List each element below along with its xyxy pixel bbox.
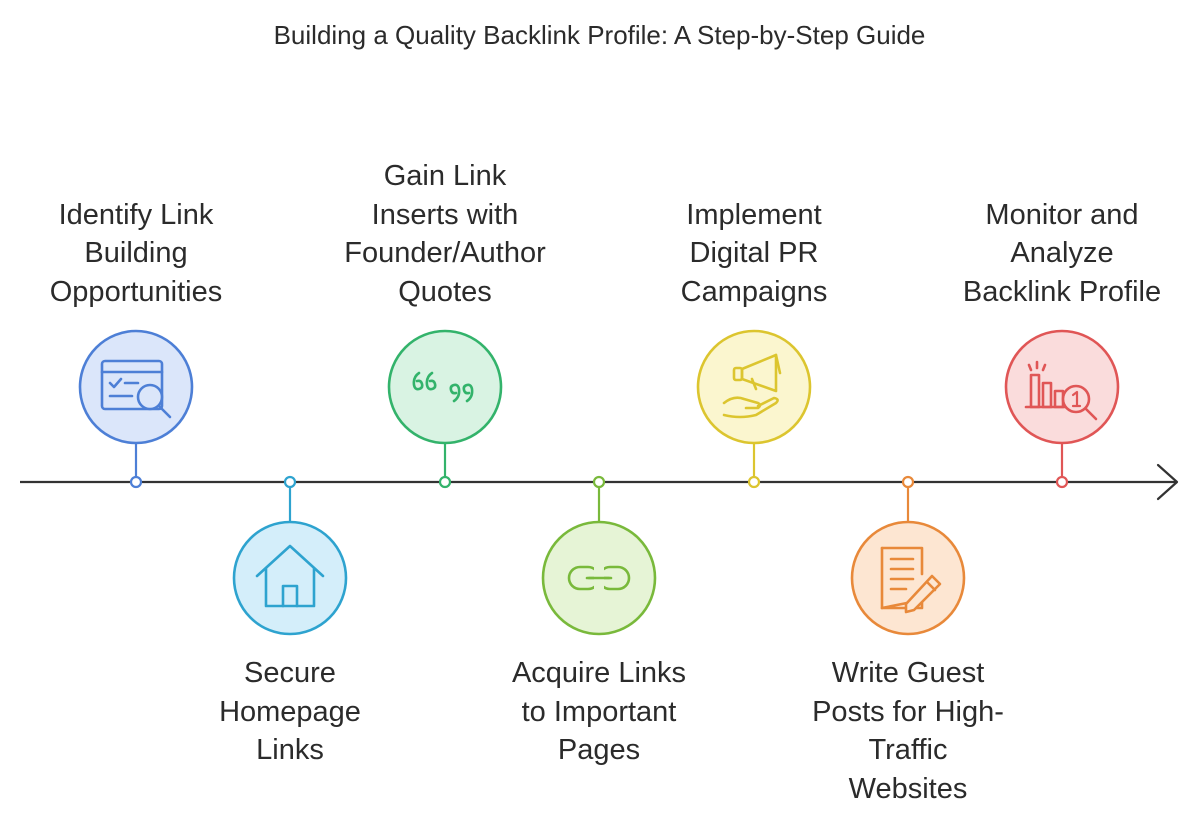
timeline-dot xyxy=(592,475,606,489)
checklist-search-icon xyxy=(100,359,172,419)
timeline-arrowhead xyxy=(1156,463,1179,501)
step-label-line: Backlink Profile xyxy=(962,275,1162,308)
step-label-line: Building xyxy=(84,237,188,269)
step-circle xyxy=(387,329,503,445)
step-circle xyxy=(1004,329,1120,445)
step-node-5 xyxy=(696,329,812,489)
step-label-line: Campaigns xyxy=(680,275,828,308)
timeline-dot xyxy=(901,475,915,489)
step-label-line: Digital PR xyxy=(689,237,819,269)
step-label-line: Links xyxy=(256,734,324,766)
step-label-line: Homepage xyxy=(219,695,361,728)
timeline-dot xyxy=(129,475,143,489)
step-label-line: Acquire Links xyxy=(511,657,687,689)
step-circle xyxy=(78,329,194,445)
step-label-line: to Important xyxy=(521,695,677,728)
step-label-line: Monitor and xyxy=(985,198,1139,231)
step-label-line: Secure xyxy=(244,657,336,689)
step-label-line: Implement xyxy=(686,198,822,231)
timeline-dot xyxy=(283,475,297,489)
step-label-line: Pages xyxy=(557,734,641,766)
step-label-line: Quotes xyxy=(398,275,492,308)
step-node-2 xyxy=(232,475,348,636)
timeline-dot xyxy=(438,475,452,489)
step-label-line: Inserts with xyxy=(371,198,519,231)
house-icon xyxy=(255,544,325,608)
step-label-line: Traffic xyxy=(868,734,948,766)
link-icon xyxy=(567,565,631,591)
step-label-line: Websites xyxy=(848,772,968,805)
timeline-dot xyxy=(1055,475,1069,489)
step-label-line: Analyze xyxy=(1010,237,1114,269)
step-label-line: Opportunities xyxy=(49,275,223,308)
step-circle xyxy=(232,520,348,636)
document-pen-icon xyxy=(880,546,942,614)
diagram-title: Building a Quality Backlink Profile: A S… xyxy=(273,20,926,50)
step-label-line: Posts for High- xyxy=(812,695,1004,728)
chart-magnifier-icon xyxy=(1024,360,1098,421)
step-node-1 xyxy=(78,329,194,489)
step-node-6 xyxy=(850,475,966,636)
step-node-7 xyxy=(1004,329,1120,489)
step-label-line: Founder/Author xyxy=(344,237,546,269)
quote-icon xyxy=(412,371,474,403)
timeline-dot xyxy=(747,475,761,489)
step-label-line: Identify Link xyxy=(58,198,214,231)
step-label-line: Write Guest xyxy=(831,657,985,689)
step-label-line: Gain Link xyxy=(383,160,507,192)
step-node-4 xyxy=(541,475,657,636)
step-node-3 xyxy=(387,329,503,489)
megaphone-hand-icon xyxy=(722,353,782,419)
